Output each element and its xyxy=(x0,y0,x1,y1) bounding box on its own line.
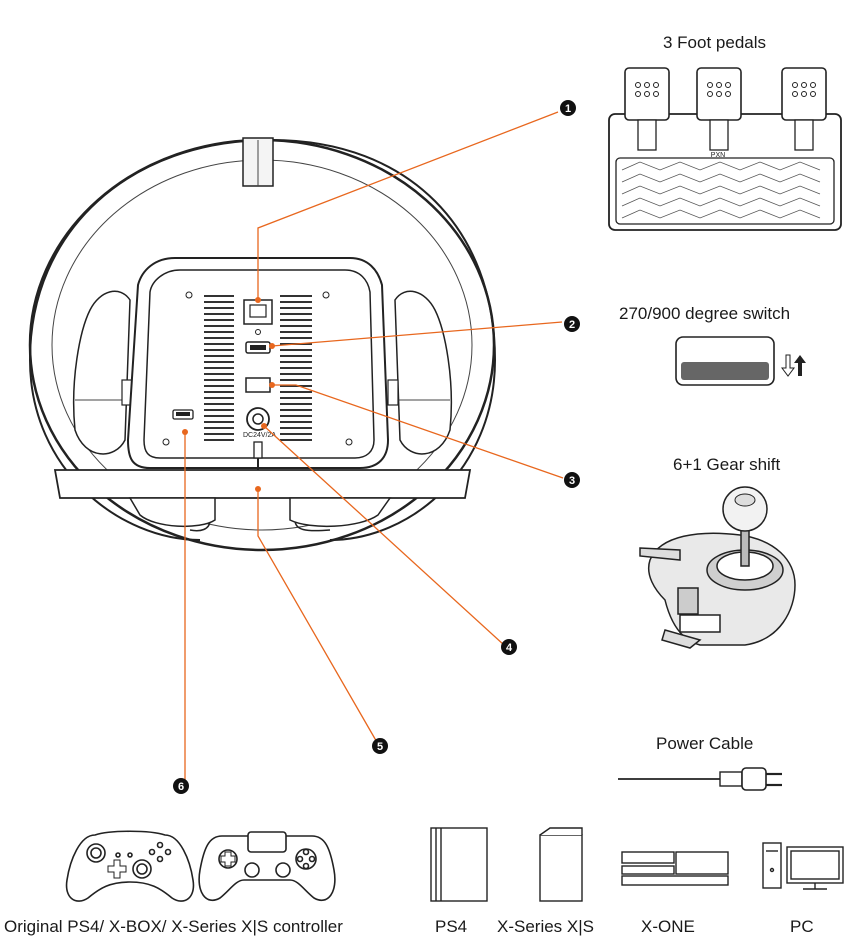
xseries-console-illustration xyxy=(539,827,583,902)
pc-illustration xyxy=(762,842,844,890)
callout-3: 3 xyxy=(569,475,575,487)
gear-shift-label: 6+1 Gear shift xyxy=(673,455,781,474)
xone-console-illustration xyxy=(621,851,729,886)
leader-lines xyxy=(184,111,564,784)
pedal-brand: PXN xyxy=(711,152,725,159)
callout-5: 5 xyxy=(377,741,383,753)
pedals-illustration: PXN xyxy=(608,67,842,231)
controllers-label: Original PS4/ X-BOX/ X-Series X|S contro… xyxy=(4,917,343,936)
leader-endpoints xyxy=(182,297,275,492)
xseries-label: X-Series X|S xyxy=(497,917,595,936)
pc-label: PC xyxy=(790,917,814,936)
ps4-console-illustration xyxy=(430,827,488,902)
callout-badges: 1 2 3 4 5 6 xyxy=(173,100,580,794)
xbox-controller-illustration xyxy=(65,830,195,902)
callout-2: 2 xyxy=(569,319,575,331)
steering-wheel: DC24V/2A xyxy=(28,137,497,552)
ps4-label: PS4 xyxy=(435,917,468,936)
degree-switch-label: 270/900 degree switch xyxy=(619,304,791,323)
callout-4: 4 xyxy=(506,642,513,654)
ps4-controller-illustration xyxy=(198,831,336,901)
power-cable-illustration xyxy=(618,767,782,791)
callout-6: 6 xyxy=(178,781,184,793)
gear-shift-illustration xyxy=(639,486,796,649)
callout-1: 1 xyxy=(565,103,571,115)
pedals-label: 3 Foot pedals xyxy=(663,33,767,52)
power-cable-label: Power Cable xyxy=(656,734,754,753)
dc-input-label: DC24V/2A xyxy=(243,432,276,439)
degree-switch-illustration xyxy=(675,336,806,386)
xone-label: X-ONE xyxy=(641,917,695,936)
